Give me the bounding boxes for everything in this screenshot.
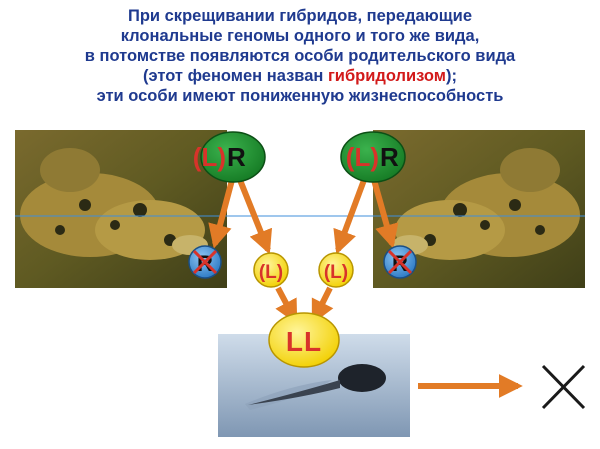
gamete-r-left: R [188,245,222,279]
caption: При скрещивании гибридов, передающие кло… [0,6,600,106]
parent-right-genome-r: R [380,142,399,172]
caption-line-3: в потомстве появляются особи родительско… [84,47,516,65]
gamete-l-left: (L) [253,252,289,288]
gamete-r-right: R [383,245,417,279]
arrow-left-parent-to-r [208,179,235,249]
gamete-r-left-strike-icon-2 [192,249,218,275]
caption-line-4-suffix: ); [446,67,457,85]
gamete-l-right: (L) [318,252,354,288]
parent-left-genome-l: (L) [193,142,226,172]
arrow-right-parent-to-l [333,178,367,255]
caption-line-2: клональные геномы одного и того же вида, [120,27,480,45]
caption-line-1: При скрещивании гибридов, передающие [127,7,473,25]
gamete-r-right-strike-icon-2 [387,249,413,275]
offspring-genome-label: LL [286,326,322,357]
parent-left-genome-r: R [227,142,246,172]
frog-photo-right [373,130,585,288]
gamete-l-left-label: (L) [259,262,283,283]
caption-line-4-prefix: (этот феномен назван [142,67,328,85]
parent-right: (L) R [340,131,406,183]
parent-left: (L) R [193,131,266,183]
caption-line-5: эти особи имеют пониженную жизнеспособно… [96,87,504,105]
parent-right-genome-l: (L) [346,142,379,172]
gamete-l-right-label: (L) [324,262,348,283]
caption-line-4: (этот феномен назван гибридолизом); [0,66,600,86]
cross-mark-icon [541,364,586,410]
inheritance-arrows [208,178,523,398]
caption-highlight-term: гибридолизом [327,67,446,85]
arrow-left-parent-to-l [237,178,273,255]
arrow-right-parent-to-r [371,179,399,249]
offspring: LL [268,312,340,368]
